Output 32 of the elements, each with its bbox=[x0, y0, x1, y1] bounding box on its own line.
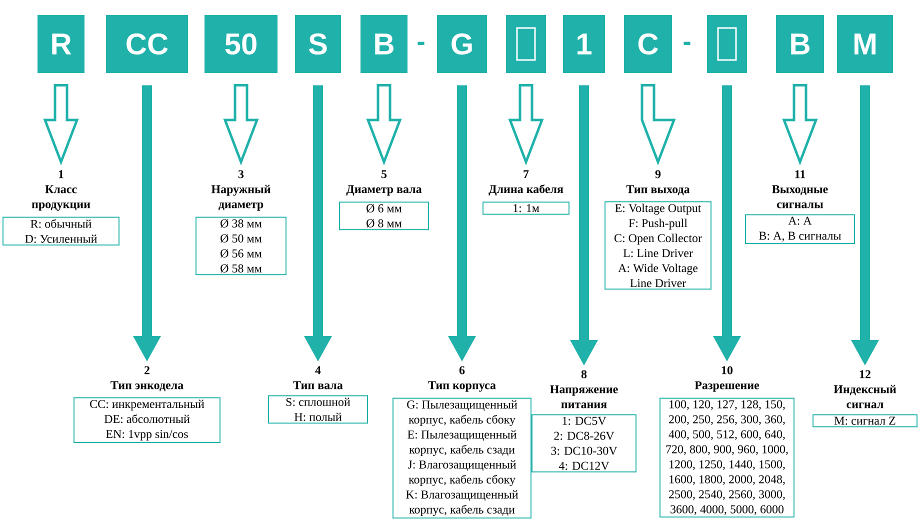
outline-arrow bbox=[508, 84, 544, 166]
outline-arrow bbox=[366, 84, 402, 166]
option-block: 10 Разрешение 100, 120, 127, 128, 150, 200, 250, 256, 300, 360, 400, 500, 512, 600, 640, 720, 800, 900, 960, 1000, 1200, 1250, 1440, 1500, 1600, 1800, 2000, 2048, 2500, 2540, 2560, 3000, 3600, 4000, 5000, 6000 bbox=[659, 366, 795, 518]
outline-arrow bbox=[43, 84, 79, 166]
code-box: CC bbox=[106, 15, 188, 73]
code-box: R bbox=[38, 15, 84, 73]
option-block: 3 Наружный диаметр Ø 38 мм Ø 50 мм Ø 56 мм Ø 58 мм bbox=[195, 170, 287, 276]
code-box: C bbox=[624, 15, 672, 73]
code-box: B bbox=[360, 15, 408, 73]
option-block: 9 Тип выхода E: Voltage Output F: Push-pull C: Open Collector L: Line Driver A: Wide Voltage Line Driver bbox=[604, 170, 712, 290]
code-box bbox=[707, 15, 747, 73]
option-block: 1 Класс продукции R: обычный D: Усиленный bbox=[2, 170, 120, 246]
dash: - bbox=[418, 42, 424, 45]
dash: - bbox=[684, 42, 690, 45]
code-box: 1 bbox=[563, 15, 605, 73]
code-box bbox=[506, 15, 546, 73]
option-block: 8 Напряжение питания 1: DC5V 2: DC8-26V 3: DC10-30V 4: DC12V bbox=[531, 370, 637, 472]
option-block: 12 Индексный сигнал M: сигнал Z bbox=[812, 370, 918, 428]
code-box: B bbox=[776, 15, 824, 73]
code-box: G bbox=[437, 15, 487, 73]
option-block: 4 Тип вала S: сплошной H: полый bbox=[268, 366, 368, 424]
code-box: 50 bbox=[204, 15, 278, 73]
option-block: 2 Тип энкодела CC: инкрементальный DE: абсолютный EN: 1vpp sin/cos bbox=[73, 366, 221, 443]
code-box: M bbox=[837, 15, 893, 73]
outline-arrow bbox=[782, 84, 818, 166]
code-box: S bbox=[295, 15, 341, 73]
option-block: 6 Тип корпуса G: Пылезащищенный корпус, кабель сбоку E: Пылезащищенный корпус, кабель сзади J: Влагозащищенный корпус, кабель сбоку K: Влагозащищенный корпус, кабель сзади bbox=[392, 366, 532, 519]
option-block: 5 Диаметр вала Ø 6 мм Ø 8 мм bbox=[338, 170, 430, 230]
outline-arrow bbox=[223, 84, 259, 166]
option-block: 7 Длина кабеля 1: 1м bbox=[482, 170, 570, 215]
outline-arrow bbox=[640, 84, 676, 166]
option-block: 11 Выходные сигналы A: A B: A, B сигналы bbox=[744, 170, 856, 244]
